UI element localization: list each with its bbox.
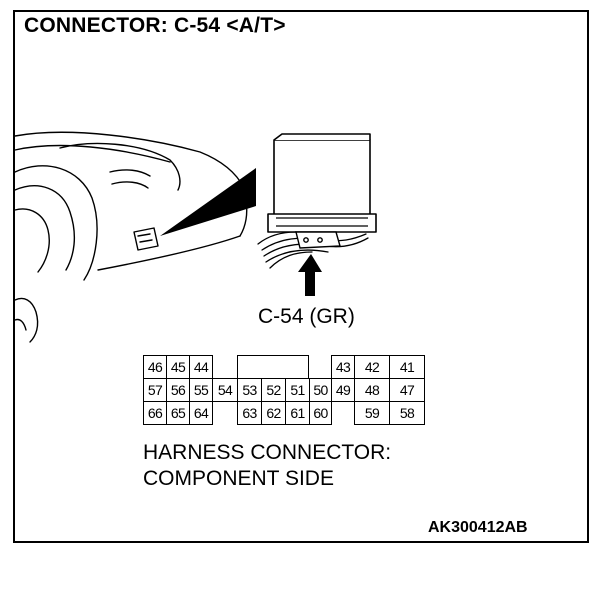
pin-61: 61 [285, 401, 310, 425]
pin-43: 43 [331, 355, 355, 379]
harness-caption: HARNESS CONNECTOR: COMPONENT SIDE [143, 440, 391, 492]
pin-46: 46 [143, 355, 167, 379]
harness-caption-line2: COMPONENT SIDE [143, 467, 334, 490]
pin-47: 47 [389, 378, 425, 402]
pin-49: 49 [331, 378, 355, 402]
pin-41: 41 [389, 355, 425, 379]
pin-55: 55 [189, 378, 213, 402]
page-title: CONNECTOR: C-54 <A/T> [24, 14, 286, 37]
pin-60: 60 [309, 401, 332, 425]
pin-63: 63 [237, 401, 262, 425]
pin-48: 48 [354, 378, 390, 402]
pin-44: 44 [189, 355, 213, 379]
harness-caption-line1: HARNESS CONNECTOR: [143, 441, 392, 464]
figure-frame [13, 10, 589, 543]
pin-52: 52 [261, 378, 286, 402]
pin-66: 66 [143, 401, 167, 425]
connector-pin-grid: 46 45 44 43 42 41 57 56 55 54 53 52 51 5… [143, 355, 425, 425]
pin-42: 42 [354, 355, 390, 379]
pin-56: 56 [166, 378, 190, 402]
pin-53: 53 [237, 378, 262, 402]
pin-64: 64 [189, 401, 213, 425]
connector-key [237, 355, 309, 379]
pin-65: 65 [166, 401, 190, 425]
connector-label: C-54 (GR) [258, 305, 355, 328]
pin-58: 58 [389, 401, 425, 425]
pin-45: 45 [166, 355, 190, 379]
pin-50: 50 [309, 378, 332, 402]
pin-62: 62 [261, 401, 286, 425]
pin-51: 51 [285, 378, 310, 402]
pin-57: 57 [143, 378, 167, 402]
pin-59: 59 [354, 401, 390, 425]
figure-code: AK300412AB [428, 519, 528, 536]
pin-54: 54 [212, 378, 238, 402]
